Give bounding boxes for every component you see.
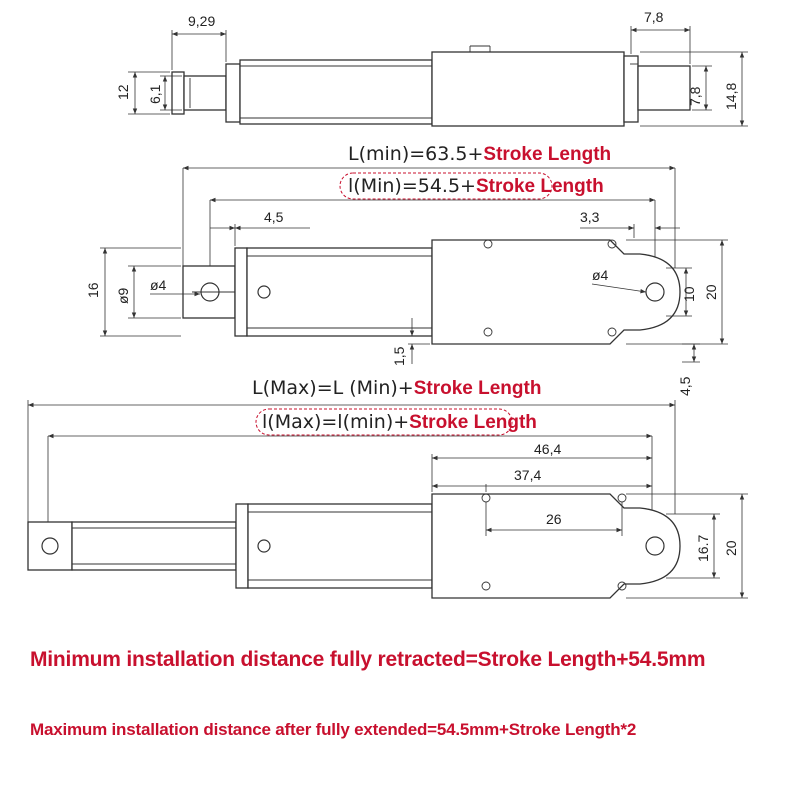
top-rod [183,75,227,111]
dim-outer-height: 12 [115,84,131,100]
extended-rod [71,521,237,571]
top-tube-collar [225,63,241,123]
top-rod-end [171,71,185,115]
dim-hole-diameter-rear: ø4 [592,267,609,283]
dim-motor-outer-height: 14,8 [723,83,739,110]
extended-collar [235,503,249,589]
dim-height: 16 [85,282,101,298]
extended-rod-eye [27,521,73,571]
extended-screw [257,539,271,553]
extended-motor-housing [431,493,681,599]
top-view: 9,29 12 6,1 7,8 7,8 14,8 [115,9,748,127]
dim-eye-diameter: ø9 [115,287,131,304]
dim-motor-end-width: 7,8 [644,9,664,25]
dim-46: 46,4 [534,441,561,457]
extended-view: L(Max)=L (Min)+Stroke Length l(Max)=l(mi… [27,377,748,599]
dim-side-offset: 4,5 [677,376,693,396]
dim-hole-diameter-front: ø4 [150,277,167,293]
top-motor-end [623,55,639,123]
dim-rear-height: 20 [703,284,719,300]
retracted-screw [257,285,271,299]
retracted-view: L(min)=63.5+Stroke Length l(Min)=54.5+St… [85,143,728,396]
top-tube [239,59,433,125]
extended-tube [247,503,433,589]
retracted-motor-housing [431,239,681,345]
retracted-tube [246,247,433,337]
dim-37: 37,4 [514,467,541,483]
formula-L-max: L(Max)=L (Min)+Stroke Length [252,377,541,399]
dim-rod-end-length: 9,29 [188,13,215,29]
dim-rod-height: 6,1 [147,84,163,104]
dim-hole-offset: 4,5 [264,209,284,225]
extended-front-hole [41,537,59,555]
extended-rear-hole [645,536,665,556]
dim-20: 20 [723,540,739,556]
dim-16-7: 16.7 [695,535,711,562]
dim-step: 1,5 [391,346,407,366]
min-installation-note: Minimum installation distance fully retr… [30,648,706,671]
formula-l-max: l(Max)=l(min)+Stroke Length [262,411,537,433]
dim-26: 26 [546,511,562,527]
top-rear-tab [637,65,691,111]
max-installation-note: Maximum installation distance after full… [30,720,637,739]
top-motor-housing [431,51,625,127]
dim-rear-offset: 3,3 [580,209,600,225]
dim-rear-hole-height: 10 [681,286,697,302]
formula-l-min: l(Min)=54.5+Stroke Length [348,175,604,197]
formula-L-min: L(min)=63.5+Stroke Length [348,143,611,165]
dim-motor-inner-height: 7,8 [687,86,703,106]
retracted-collar [234,247,248,337]
